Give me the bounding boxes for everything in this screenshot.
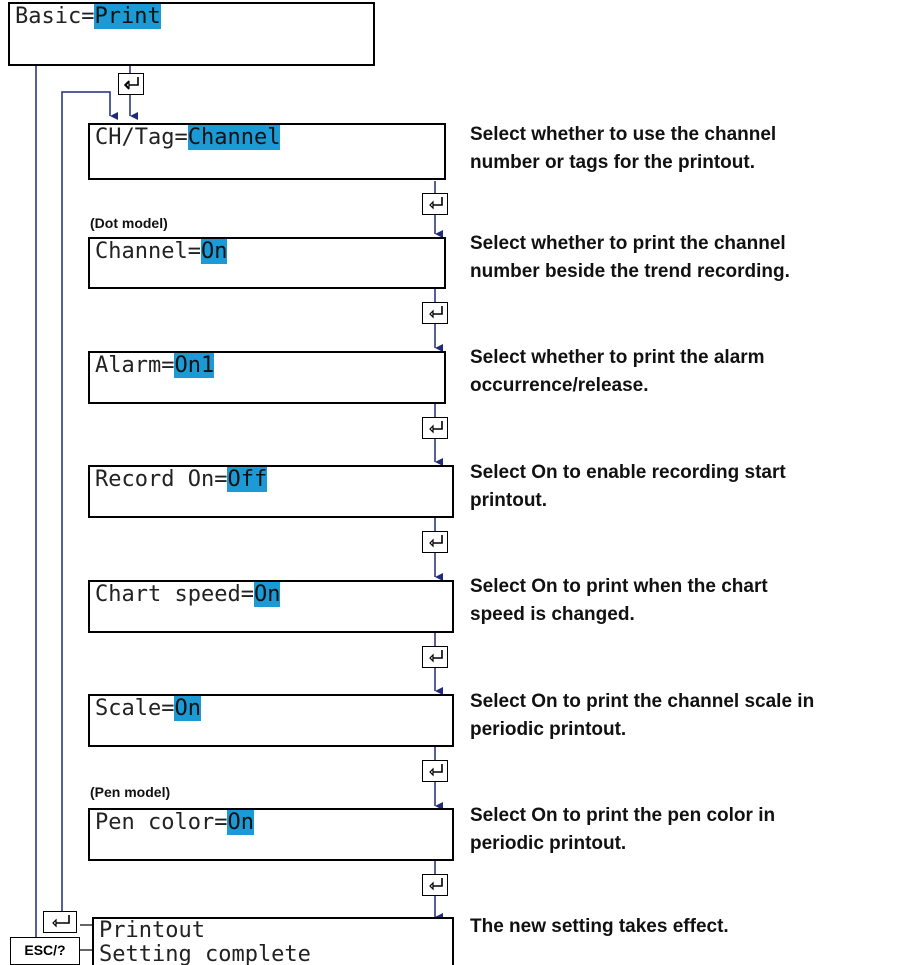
top-menu-value[interactable]: Print (94, 4, 161, 29)
model-note: (Dot model) (90, 215, 168, 231)
enter-key-icon[interactable] (422, 302, 448, 324)
step-label: CH/Tag= (95, 125, 188, 150)
step-value[interactable]: On (253, 582, 281, 607)
step-value[interactable]: On (227, 810, 254, 835)
step-label: Record On= (95, 467, 228, 492)
enter-key-icon[interactable] (422, 760, 448, 782)
top-menu-screen: Basic=Print (8, 2, 375, 66)
step-value[interactable]: Channel (187, 125, 281, 150)
enter-key-icon[interactable] (422, 417, 448, 439)
step-channel-screen: Channel=On (88, 237, 446, 289)
step-value[interactable]: On1 (174, 353, 215, 378)
final-line-2: Setting complete (99, 942, 311, 965)
esc-key-button[interactable]: ESC/? (10, 937, 80, 965)
enter-key-icon[interactable] (422, 193, 448, 215)
enter-key-icon[interactable] (422, 646, 448, 668)
step-record-on-screen: Record On=Off (88, 465, 454, 518)
step-label: Chart speed= (95, 582, 254, 607)
enter-key-icon[interactable] (118, 73, 144, 95)
step-alarm-screen: Alarm=On1 (88, 351, 446, 404)
step-scale-screen: Scale=On (88, 694, 454, 747)
step-value[interactable]: On (174, 696, 201, 721)
step-label: Channel= (95, 239, 201, 264)
top-menu-label: Basic= (15, 4, 95, 29)
model-note: (Pen model) (90, 784, 171, 800)
step-value[interactable]: Off (227, 467, 268, 492)
step-label: Alarm= (95, 353, 175, 378)
loop-return-line (61, 91, 118, 912)
final-line-1: Printout (99, 918, 205, 943)
step-ch-tag-screen: CH/Tag=Channel (88, 123, 446, 180)
final-description: The new setting takes effect. (470, 916, 729, 937)
step-value[interactable]: On (200, 239, 228, 264)
enter-key-icon[interactable] (43, 911, 77, 933)
step-label: Scale= (95, 696, 175, 721)
step-chart-speed-screen: Chart speed=On (88, 580, 454, 633)
step-label: Pen color= (95, 810, 228, 835)
enter-key-icon[interactable] (422, 531, 448, 553)
step-pen-color-screen: Pen color=On (88, 808, 454, 861)
enter-key-icon[interactable] (422, 874, 448, 896)
